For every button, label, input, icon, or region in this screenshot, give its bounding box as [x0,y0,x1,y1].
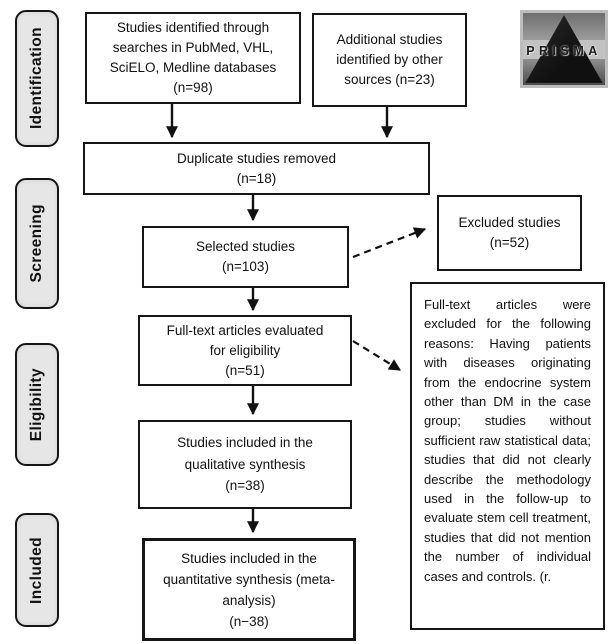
box-fulltext-count: (n=51) [225,362,265,378]
dashed-arrow-fulltext-to-reasons [352,340,402,371]
box-duplicates-line: Duplicate studies removed [176,150,337,166]
box-qualitative-line: qualitative synthesis [184,456,306,472]
box-qualitative-line: Studies included in the [177,435,313,451]
stage-screening: Screening [15,178,59,309]
stage-eligibility-label: Eligibility [28,367,45,442]
box-selected-studies: Selected studies (n=103) [142,226,349,288]
prisma-logo: PRISMA [520,10,608,88]
box-qualitative-synthesis: Studies included in the qualitative synt… [138,420,352,509]
box-selected-line: Selected studies [195,239,296,254]
box-quantitative-line: analysis) [222,592,276,608]
box-quantitative-synthesis: Studies included in the quantitative syn… [142,538,356,641]
box-quantitative-line: Studies included in the [181,550,317,566]
box-identified-line: SciELO, Medline databases [109,60,277,75]
exclusion-reasons-text: Full-text articles were excluded for the… [424,297,591,584]
stage-screening-label: Screening [28,204,45,283]
box-exclusion-reasons: Full-text articles were excluded for the… [410,282,605,630]
box-additional-studies: Additional studies identified by other s… [312,13,467,107]
stage-included: Included [15,513,59,627]
box-identified-line: searches in PubMed, VHL, [112,40,274,55]
box-additional-count: sources (n=23) [344,72,435,87]
box-quantitative-line: quantitative synthesis (meta- [163,571,335,587]
box-additional-line: identified by other [336,52,443,67]
box-additional-line: Additional studies [336,32,443,47]
stage-eligibility: Eligibility [15,343,59,466]
stage-identification-label: Identification [28,27,45,130]
dashed-arrow-selected-to-excluded [352,227,427,259]
box-qualitative-count: (n=38) [225,478,265,494]
box-excluded-studies: Excluded studies (n=52) [437,195,582,271]
box-identified-line: Studies identified through [116,20,270,35]
box-fulltext-evaluated: Full-text articles evaluated for eligibi… [138,315,352,386]
box-excluded-line: Excluded studies [458,215,561,230]
box-fulltext-line: for eligibility [209,342,281,358]
box-identified-studies: Studies identified through searches in P… [85,12,301,104]
box-excluded-count: (n=52) [489,235,530,250]
stage-included-label: Included [28,536,45,604]
box-duplicates-removed: Duplicate studies removed (n=18) [83,142,430,195]
box-fulltext-line: Full-text articles evaluated [166,322,324,338]
prisma-logo-text: PRISMA [526,43,602,58]
box-identified-count: (n=98) [173,80,213,95]
box-duplicates-count: (n=18) [236,170,277,186]
box-selected-count: (n=103) [222,259,269,274]
stage-identification: Identification [15,10,59,147]
box-quantitative-count: (n−38) [229,613,269,629]
